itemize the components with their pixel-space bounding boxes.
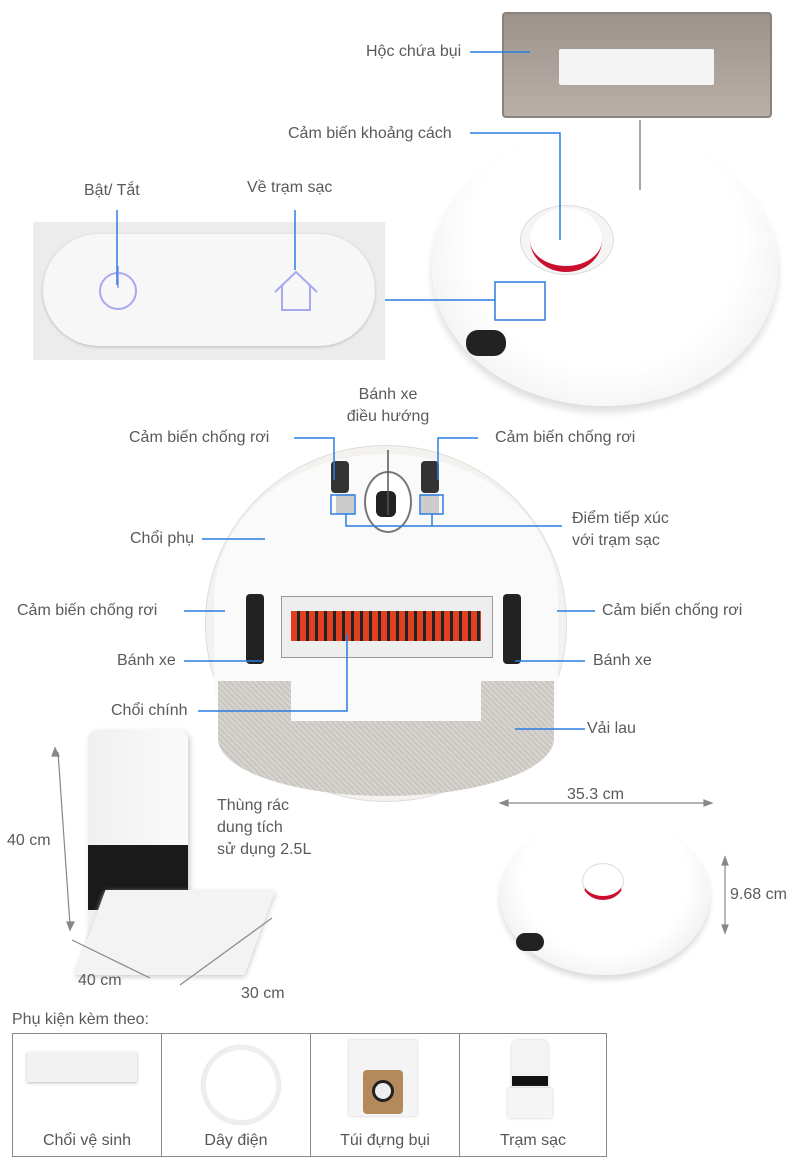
label-nav-wheel: Bánh xe điều hướng bbox=[340, 384, 436, 428]
label-bin-capacity: Thùng rác dung tích sử dụng 2.5L bbox=[217, 795, 311, 861]
dim-station-height: 40 cm bbox=[7, 832, 51, 849]
accessory-label: Chổi vệ sinh bbox=[42, 1132, 132, 1149]
label-wheel-right: Bánh xe bbox=[593, 652, 652, 669]
robot-top-image bbox=[432, 130, 778, 406]
label-dock: Về trạm sạc bbox=[247, 179, 333, 196]
label-mop: Vải lau bbox=[587, 720, 636, 737]
label-cliff-sensor-top-right: Cảm biến chống rơi bbox=[495, 429, 636, 446]
accessory-label: Túi đựng bụi bbox=[340, 1132, 430, 1149]
dim-robot-height: 9.68 cm bbox=[730, 886, 787, 903]
label-bin-2: dung tích bbox=[217, 819, 283, 836]
accessory-label: Dây điện bbox=[204, 1132, 268, 1149]
button-panel-image bbox=[33, 222, 385, 360]
dim-robot-diameter: 35.3 cm bbox=[567, 786, 624, 803]
label-bin-1: Thùng rác bbox=[217, 797, 290, 814]
accessory-label: Trạm sạc bbox=[499, 1132, 567, 1149]
home-icon bbox=[271, 268, 321, 314]
accessory-charging-station: Trạm sạc bbox=[459, 1033, 607, 1157]
label-bin-3: sử dụng 2.5L bbox=[217, 841, 312, 858]
label-nav-wheel-2: điều hướng bbox=[346, 408, 430, 425]
label-wheel-left: Bánh xe bbox=[117, 652, 176, 669]
accessory-dust-bag: Túi đựng bụi bbox=[310, 1033, 460, 1157]
label-cliff-sensor-top-left: Cảm biến chống rơi bbox=[129, 429, 270, 446]
dim-station-depth: 40 cm bbox=[78, 972, 122, 989]
label-dust-bin: Hộc chứa bụi bbox=[366, 43, 462, 60]
charging-station-image bbox=[68, 730, 276, 985]
accessories-title: Phụ kiện kèm theo: bbox=[12, 1011, 149, 1028]
label-cliff-sensor-mid-left: Cảm biến chống rơi bbox=[17, 602, 158, 619]
dust-bin-image bbox=[502, 12, 772, 118]
label-contacts-2: với trạm sạc bbox=[572, 532, 660, 549]
label-main-brush: Chổi chính bbox=[111, 702, 188, 719]
label-cliff-sensor-mid-right: Cảm biến chống rơi bbox=[602, 602, 743, 619]
label-power: Bật/ Tắt bbox=[84, 182, 140, 199]
label-distance-sensor: Cảm biến khoảng cách bbox=[288, 125, 452, 142]
label-side-brush: Chổi phụ bbox=[130, 530, 195, 547]
accessory-power-cord: Dây điện bbox=[161, 1033, 311, 1157]
label-contacts-1: Điểm tiếp xúc bbox=[572, 510, 669, 527]
dim-station-width: 30 cm bbox=[241, 985, 285, 1002]
accessory-cleaning-brush: Chổi vệ sinh bbox=[12, 1033, 162, 1157]
label-nav-wheel-1: Bánh xe bbox=[358, 386, 418, 403]
label-charging-contacts: Điểm tiếp xúc với trạm sạc bbox=[572, 508, 669, 552]
robot-side-image bbox=[500, 815, 710, 975]
